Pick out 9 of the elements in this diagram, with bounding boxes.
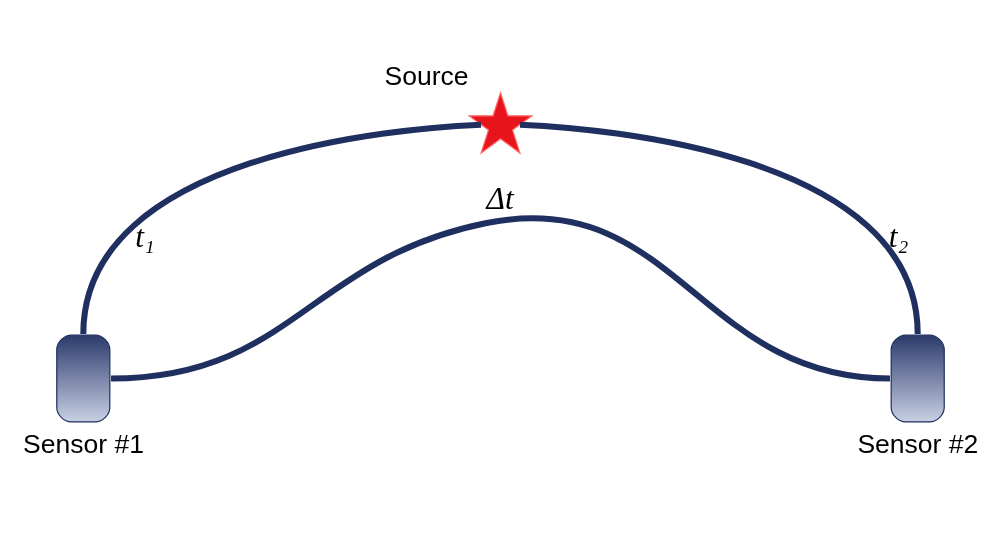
node-label: Sensor #2 — [857, 428, 979, 459]
node-label: Sensor #1 — [23, 428, 144, 459]
edge-label: t₁ — [135, 218, 155, 254]
connector — [80, 121, 482, 334]
edge-label: Δt — [486, 180, 514, 216]
connector — [519, 121, 921, 334]
edge-label: t₂ — [888, 218, 909, 254]
connector — [110, 215, 891, 382]
node-label: Source — [384, 60, 469, 91]
